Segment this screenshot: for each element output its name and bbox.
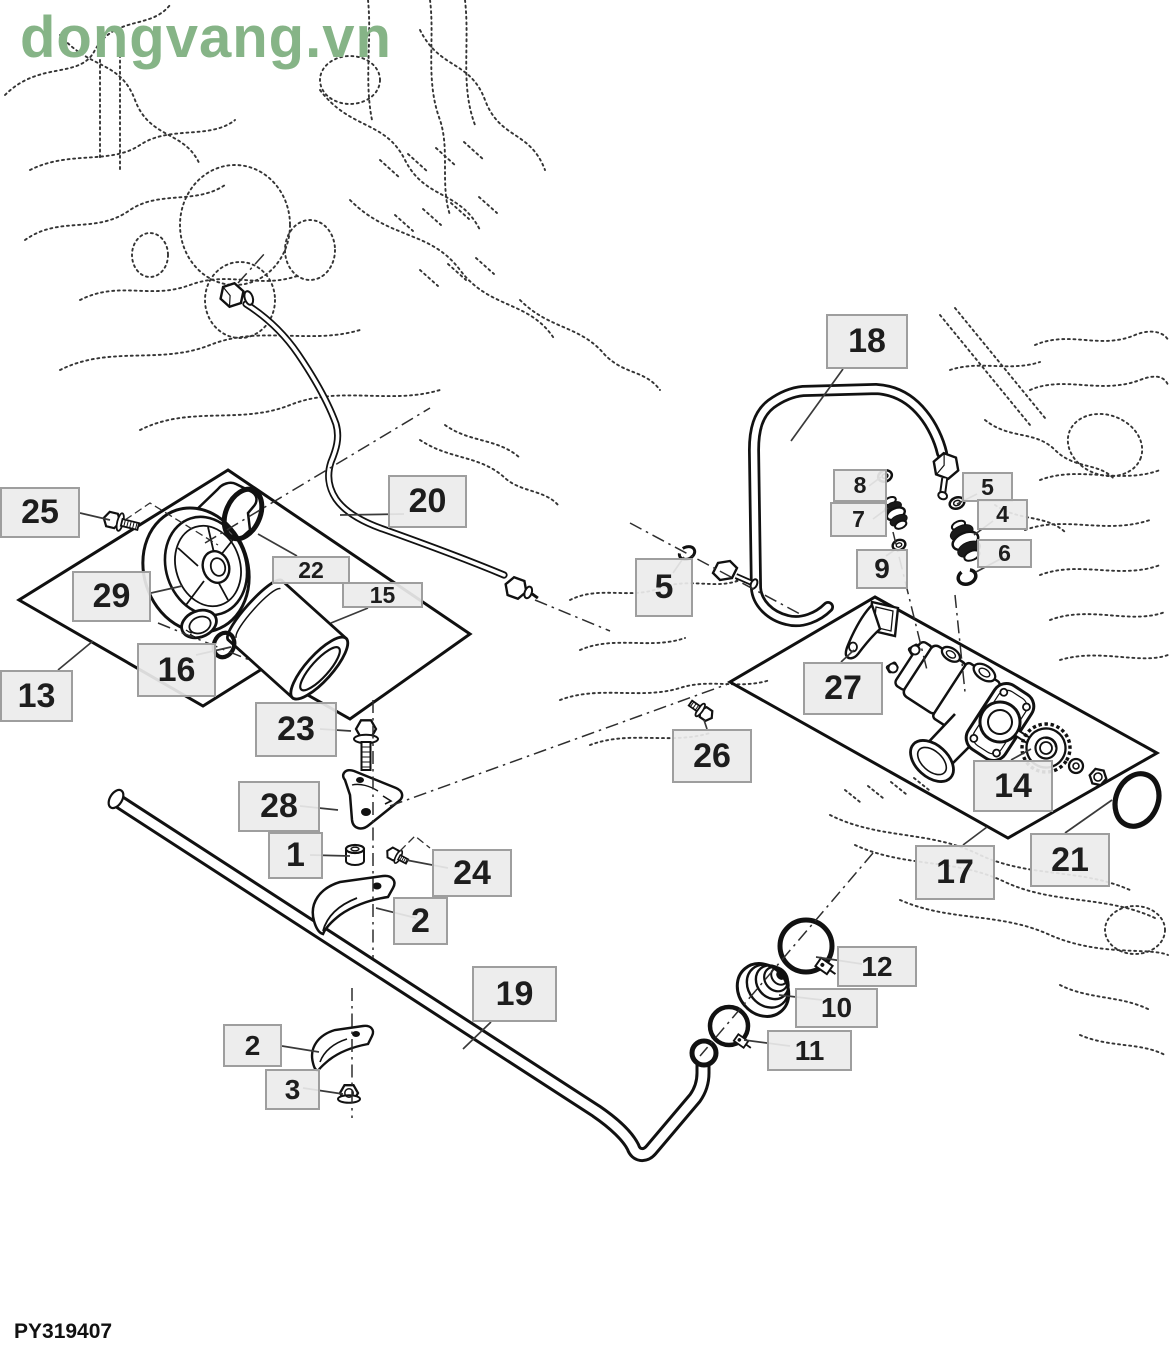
leader-23 [319,728,352,732]
bolt-25 [102,510,141,532]
leader-4 [973,520,994,536]
leader-9 [885,548,897,557]
fitting-hex-left [711,559,759,590]
bellows-10 [735,962,791,1018]
oring-16 [211,630,237,660]
watermark: dongvang.vn [20,5,392,70]
hose-19 [107,788,711,1162]
bolt-23 [353,719,379,771]
pipe-clamp-2b [310,1024,375,1073]
line-20-end-fitting [504,575,539,601]
bolt-26 [687,699,714,723]
leader-25 [79,512,111,521]
leader-5 [672,556,685,574]
leader-21 [1064,799,1113,834]
pipe-clamp-2a [311,874,396,936]
line-20-nut [219,281,255,309]
leader-2 [281,1045,320,1053]
leader-8 [868,476,882,487]
leader-15 [330,607,369,624]
leader-26 [703,719,708,730]
leader-28 [299,805,339,811]
line-18-end-fitting [932,451,960,501]
connector-7 [883,496,908,530]
group-boundary-17 [726,595,1161,840]
hose-clamp-11 [707,1004,752,1049]
leader-3 [302,1087,344,1095]
gear-nut [1088,767,1108,787]
leader-29 [150,585,183,594]
oring-22 [221,486,265,542]
mounting-bracket-27 [844,600,900,660]
oring-6 [956,567,978,587]
leader-19 [462,1021,492,1050]
washer-5-right [948,495,966,511]
leader-11 [743,1039,791,1047]
nut-3 [337,1084,361,1104]
fuel-pump-assembly [885,641,1036,783]
washer-8 [876,469,894,483]
hose-clamp-12 [777,917,837,976]
engine-background [4,0,1169,1056]
leader-17 [962,826,988,846]
leader-20 [339,513,405,516]
gear-washer [1067,757,1085,775]
fuel-filter-15 [226,578,350,701]
bracket-28 [341,769,404,830]
connector-4 [949,519,981,562]
leader-7 [872,507,889,520]
assembly-dash-guides [124,502,431,852]
screw-24 [386,846,410,865]
leader-22 [257,533,298,557]
leader-2 [375,907,417,919]
washer-5-left [677,545,697,561]
leader-1 [309,854,351,857]
leader-27 [840,649,855,663]
figure-code: PY319407 [14,1320,113,1343]
leader-14 [1010,748,1032,761]
leader-6 [975,555,1007,573]
leader-18 [790,368,844,442]
fuel-line-20 [242,300,508,579]
leader-24 [405,859,449,869]
oring-21 [1112,771,1162,829]
phantom-lines [157,251,966,1118]
hose-end-ring [689,1038,719,1068]
fuel-line-18 [748,383,948,628]
leader-13 [57,640,94,671]
grommet-1 [344,843,366,866]
